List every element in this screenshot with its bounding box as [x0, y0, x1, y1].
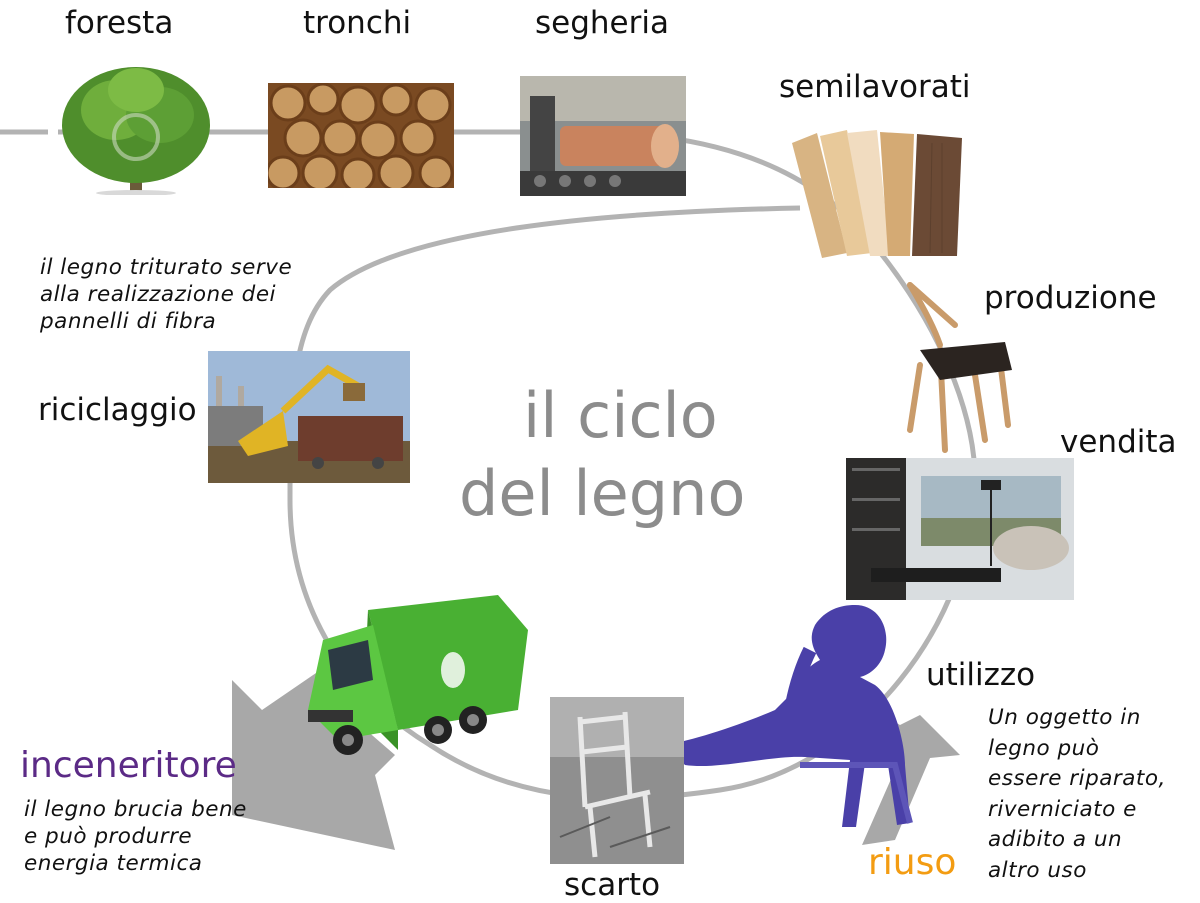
tree-image [58, 55, 213, 195]
log-pile-image [268, 83, 454, 188]
excavator-image [208, 351, 410, 483]
note-inceneritore: il legno brucia bene e può produrre ener… [24, 796, 247, 877]
note-line: energia termica [24, 851, 203, 876]
label-riuso: riuso [868, 842, 957, 883]
label-riciclaggio: riciclaggio [38, 392, 197, 428]
note-line: adibito a un [988, 827, 1123, 852]
label-tronchi: tronchi [303, 5, 412, 41]
label-vendita: vendita [1060, 424, 1177, 460]
line-gap-1 [48, 120, 58, 144]
label-scarto: scarto [564, 867, 661, 903]
note-line: altro uso [988, 857, 1087, 883]
note-line: alla realizzazione dei [40, 282, 277, 307]
note-line: e può produrre [24, 824, 193, 849]
title-line-1: il ciclo [523, 379, 718, 452]
note-line: il legno triturato serve [40, 255, 293, 280]
label-utilizzo: utilizzo [926, 657, 1036, 693]
label-foresta: foresta [65, 5, 174, 41]
label-inceneritore: inceneritore [20, 745, 237, 786]
broken-chair-image [550, 697, 684, 864]
title-line-2: del legno [459, 457, 746, 530]
note-line: riverniciato e [988, 796, 1137, 822]
note-line: il legno brucia bene [24, 797, 247, 822]
chair-image [900, 280, 1015, 455]
note-riuso: Un oggetto in legno può essere riparato,… [988, 703, 1166, 886]
label-segheria: segheria [535, 5, 669, 41]
person-silhouette [660, 605, 930, 833]
sawmill-image [520, 76, 686, 196]
living-room-image [846, 458, 1074, 600]
note-line: pannelli di fibra [40, 309, 217, 334]
wood-planks-image [792, 128, 968, 258]
note-line: legno può [988, 735, 1100, 761]
garbage-truck-image [298, 590, 530, 760]
note-line: essere riparato, [988, 766, 1166, 791]
label-semilavorati: semilavorati [779, 69, 971, 105]
inceneritore-arrow [232, 660, 395, 850]
label-produzione: produzione [984, 280, 1157, 316]
note-riciclaggio: il legno triturato serve alla realizzazi… [40, 254, 292, 335]
note-line: Un oggetto in [988, 705, 1141, 730]
